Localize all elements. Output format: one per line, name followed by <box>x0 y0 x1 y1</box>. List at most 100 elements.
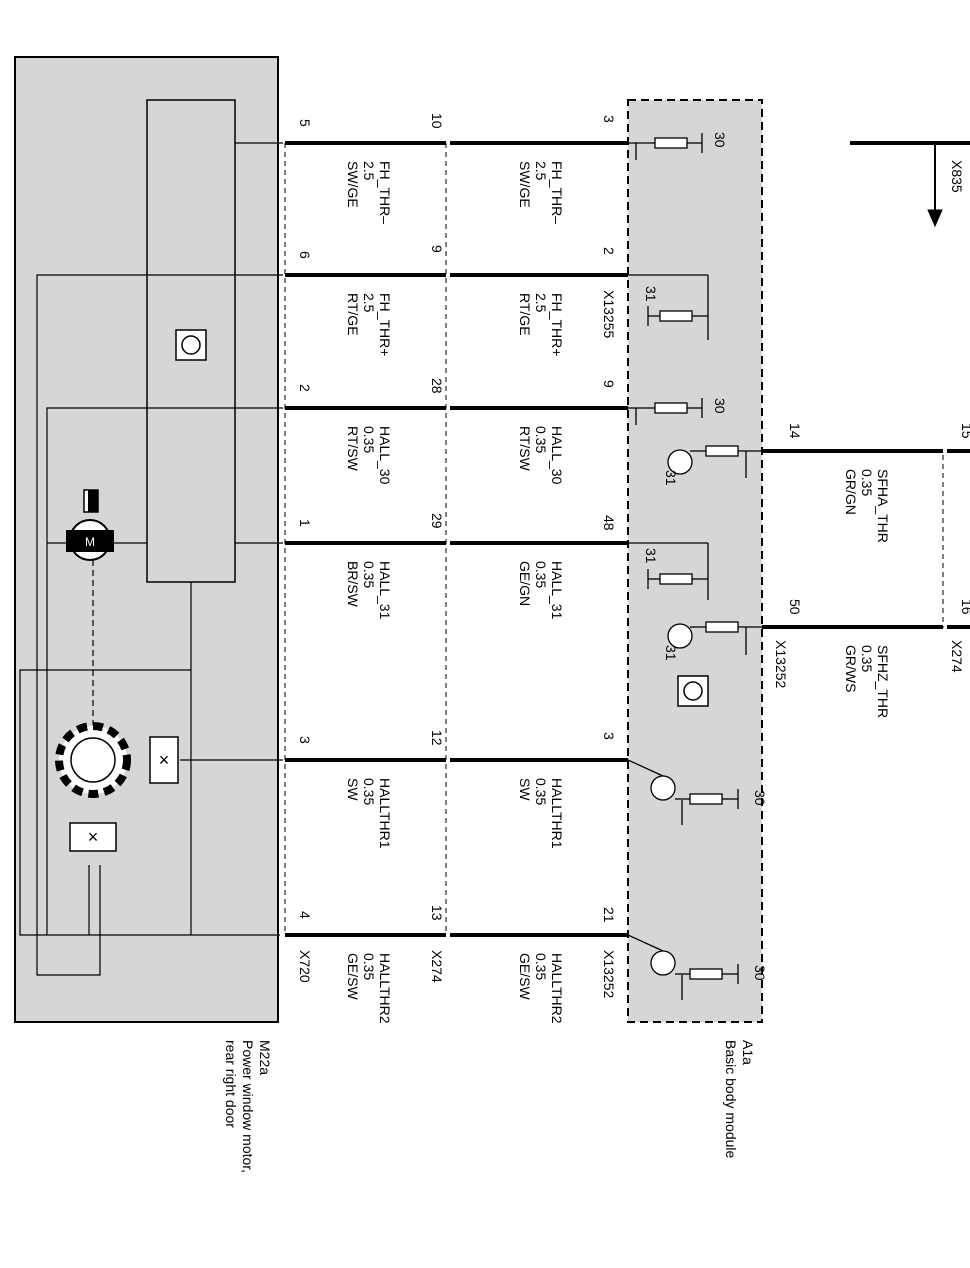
wire-gauge-right: 0.35 <box>533 561 549 588</box>
wire-harness <box>285 141 970 937</box>
x835-stub <box>850 141 970 228</box>
pin-mid: 28 <box>429 378 445 394</box>
module-caption: A1a Basic body module <box>723 1040 756 1159</box>
pin-module-out: 14 <box>787 423 803 439</box>
terminal-labels: 30 31 30 31 31 31 30 30 <box>643 132 768 981</box>
wire-color-left: RT/SW <box>345 426 361 472</box>
wire-color-right: SW/GE <box>517 161 533 208</box>
pin-module: 48 <box>601 515 617 531</box>
pin-mid: 12 <box>429 730 445 746</box>
wire-name-right: HALLTHR2 <box>549 953 565 1024</box>
wire-color-right: SW <box>517 778 533 801</box>
connector-x13252: X13252 <box>601 950 617 998</box>
wire-color-left: SW/GE <box>345 161 361 208</box>
pin-mid: 10 <box>429 113 445 129</box>
wire-color-right: GE/GN <box>517 561 533 606</box>
wire-color-left: SW <box>345 778 361 801</box>
wire-gauge-left: 2.5 <box>361 293 377 313</box>
motor-desc-1: Power window motor, <box>240 1040 256 1173</box>
pin-motor: 2 <box>297 384 313 392</box>
hall-sensor-icon: × × <box>69 736 179 852</box>
wire-name-right: HALLTHR1 <box>549 778 565 849</box>
motor-internal-wiring <box>19 142 283 976</box>
wire-name-left: HALLTHR2 <box>377 953 393 1024</box>
pin-mid: 9 <box>429 245 445 253</box>
pin-module: 9 <box>601 380 617 388</box>
wire-gauge-left: 0.35 <box>361 953 377 980</box>
pin-mid: 29 <box>429 513 445 529</box>
wire-gauge-right: 0.35 <box>533 426 549 453</box>
terminal-t31: 31 <box>643 548 659 564</box>
ground-sensor-icon <box>175 329 709 707</box>
connector-labels: X720 X274 X13252 X13255 X835 X274 X13252 <box>297 160 965 998</box>
terminal-t30: 30 <box>752 965 768 981</box>
wire-gauge-left: 2.5 <box>361 161 377 181</box>
pin-ext: 15 <box>959 423 970 439</box>
motor-caption: M22a Power window motor, rear right door <box>223 1040 273 1173</box>
pin-motor: 6 <box>297 251 313 259</box>
wire-gauge-left: 0.35 <box>361 778 377 805</box>
svg-text:M: M <box>85 535 95 549</box>
pin-motor: 1 <box>297 519 313 527</box>
wire-name-left: HALLTHR1 <box>377 778 393 849</box>
wire-gauge-right: 2.5 <box>533 161 549 181</box>
output-color: GR/WS <box>843 645 859 692</box>
connector-x274: X274 <box>429 950 445 983</box>
connector-x13255: X13255 <box>601 290 617 338</box>
pin-module: 21 <box>601 907 617 923</box>
wire-color-right: GE/SW <box>517 953 533 1000</box>
wire-gauge-right: 2.5 <box>533 293 549 313</box>
wire-name-left: HALL_30 <box>377 426 393 485</box>
pin-mid: 13 <box>429 905 445 921</box>
wire-name-right: HALL_30 <box>549 426 565 485</box>
pin-module: 2 <box>601 247 617 255</box>
motor-ref: M22a <box>257 1040 273 1075</box>
wire-name-left: FH_THR+ <box>377 293 393 356</box>
wire-name-right: FH_THR– <box>549 161 565 224</box>
motor-icon: M <box>66 489 114 561</box>
terminal-t30: 30 <box>712 398 728 414</box>
pin-module: 3 <box>601 115 617 123</box>
output-gauge: 0.35 <box>859 645 875 672</box>
wire-name-right: HALL_31 <box>549 561 565 620</box>
wire-gauge-right: 0.35 <box>533 953 549 980</box>
module-internal-circuit <box>627 133 762 1000</box>
connector-x13252-ext: X13252 <box>773 640 789 688</box>
wire-color-right: RT/GE <box>517 293 533 336</box>
output-gauge: 0.35 <box>859 469 875 496</box>
motor-desc-2: rear right door <box>223 1040 239 1128</box>
pin-motor: 5 <box>297 119 313 127</box>
wire-gauge-left: 0.35 <box>361 426 377 453</box>
output-name: SFHA_THR <box>875 469 891 543</box>
pin-ext: 16 <box>959 599 970 615</box>
wire-color-left: RT/GE <box>345 293 361 336</box>
terminal-t31: 31 <box>663 470 679 486</box>
terminal-t30: 30 <box>712 132 728 148</box>
output-name: SFHZ_THR <box>875 645 891 718</box>
wire-gauge-left: 0.35 <box>361 561 377 588</box>
wire-color-left: GE/SW <box>345 953 361 1000</box>
wire-name-left: FH_THR– <box>377 161 393 224</box>
wire-name-right: FH_THR+ <box>549 293 565 356</box>
wire-color-left: BR/SW <box>345 561 361 608</box>
terminal-t31: 31 <box>663 645 679 661</box>
terminal-t30: 30 <box>752 790 768 806</box>
output-color: GR/GN <box>843 469 859 515</box>
module-housing <box>627 99 763 1023</box>
wire-color-right: RT/SW <box>517 426 533 472</box>
terminal-t31: 31 <box>643 286 659 302</box>
svg-text:×: × <box>88 827 99 847</box>
svg-text:×: × <box>159 750 170 770</box>
pin-motor: 3 <box>297 736 313 744</box>
pin-module-out: 50 <box>787 599 803 615</box>
connector-x835: X835 <box>949 160 965 193</box>
connector-x274-ext: X274 <box>949 640 965 673</box>
connector-boundaries <box>284 143 944 935</box>
wire-gauge-right: 0.35 <box>533 778 549 805</box>
module-desc: Basic body module <box>723 1040 739 1159</box>
pin-motor: 4 <box>297 911 313 919</box>
hall-ring-icon <box>55 722 131 798</box>
